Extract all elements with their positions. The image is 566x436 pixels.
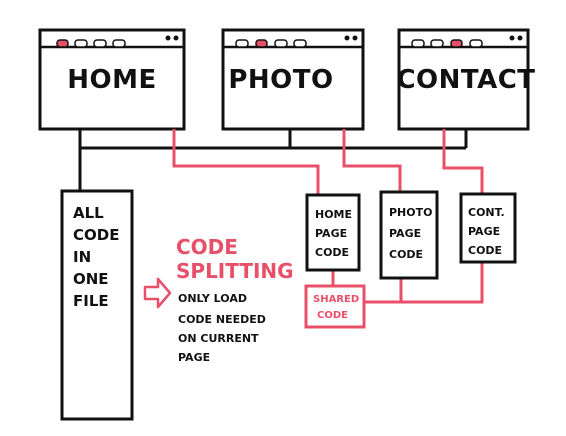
bundle-line: ONE xyxy=(73,270,109,288)
note-line: ONLY LOAD xyxy=(178,292,247,305)
browser-window-contact: CONTACT xyxy=(396,28,535,131)
code-splitting-note: ONLY LOAD CODE NEEDED ON CURRENT PAGE xyxy=(178,292,266,364)
window-label-contact: CONTACT xyxy=(396,65,535,95)
title-line: CODE xyxy=(176,235,238,259)
all-code-bundle: ALL CODE IN ONE FILE xyxy=(60,189,134,421)
chunk-line: PAGE xyxy=(389,227,421,240)
title-line: SPLITTING xyxy=(176,259,294,283)
bundle-line: IN xyxy=(73,248,91,266)
bundle-connectors xyxy=(78,129,468,190)
chunk-line: HOME xyxy=(315,208,352,221)
code-splitting-title: CODE SPLITTING xyxy=(176,235,294,283)
browser-tabs-icon xyxy=(411,39,483,48)
shared-line: CODE xyxy=(317,310,348,321)
right-arrow-icon xyxy=(143,277,172,309)
browser-window-home: HOME xyxy=(38,28,186,131)
window-label-photo: PHOTO xyxy=(228,65,333,95)
chunk-line: CODE xyxy=(389,248,423,261)
chunk-home-page-code: HOME PAGE CODE xyxy=(305,193,361,272)
chunk-line: CONT. xyxy=(468,206,505,219)
chunk-line: CODE xyxy=(315,246,349,259)
window-controls-icon xyxy=(344,35,358,41)
browser-window-photo: PHOTO xyxy=(221,28,365,131)
chunk-line: PHOTO xyxy=(389,206,432,219)
browser-tabs-icon xyxy=(235,39,307,48)
chunk-contact-page-code: CONT. PAGE CODE xyxy=(459,192,517,264)
shared-code-chunk: SHARED CODE xyxy=(304,284,366,329)
note-line: ON CURRENT xyxy=(178,332,259,345)
browser-tabs-icon xyxy=(56,39,126,48)
chunk-line: PAGE xyxy=(468,225,500,238)
bundle-line: ALL xyxy=(73,204,104,222)
bundle-line: FILE xyxy=(73,292,109,310)
chunk-line: CODE xyxy=(468,244,502,257)
chunk-photo-page-code: PHOTO PAGE CODE xyxy=(379,190,439,280)
shared-line: SHARED xyxy=(313,294,359,305)
window-controls-icon xyxy=(165,35,179,41)
split-connectors xyxy=(172,129,484,304)
chunk-line: PAGE xyxy=(315,227,347,240)
window-controls-icon xyxy=(509,35,523,41)
bundle-line: CODE xyxy=(73,226,119,244)
note-line: CODE NEEDED xyxy=(178,313,266,326)
window-label-home: HOME xyxy=(67,65,157,95)
note-line: PAGE xyxy=(178,351,210,364)
